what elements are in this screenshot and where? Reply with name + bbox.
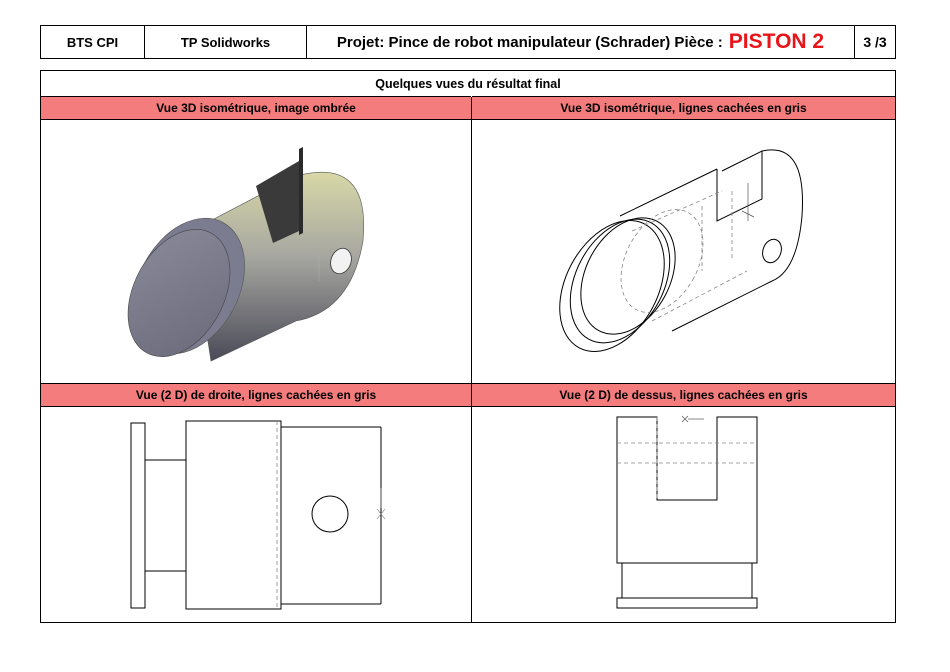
school-cell: BTS CPI (41, 26, 145, 58)
views-title: Quelques vues du résultat final (41, 71, 895, 98)
views-table: Quelques vues du résultat final Vue 3D i… (40, 70, 896, 623)
column-divider (471, 97, 472, 623)
label-right-view: Vue (2 D) de droite, lignes cachées en g… (41, 383, 471, 407)
label-top-view: Vue (2 D) de dessus, lignes cachées en g… (472, 383, 895, 407)
label-iso-hidden: Vue 3D isométrique, lignes cachées en gr… (472, 96, 895, 120)
project-title: Projet: Pince de robot manipulateur (Sch… (336, 33, 723, 51)
iso-shaded-view (127, 147, 365, 362)
piece-name: PISTON 2 (728, 30, 825, 53)
project-cell: Projet: Pince de robot manipulateur (Sch… (307, 26, 855, 58)
right-view (130, 420, 386, 610)
course-cell: TP Solidworks (145, 26, 307, 58)
top-view (616, 415, 758, 609)
label-iso-shaded: Vue 3D isométrique, image ombrée (41, 96, 471, 120)
header-table: BTS CPI TP Solidworks Projet: Pince de r… (40, 25, 896, 59)
iso-hidden-view (559, 149, 803, 352)
page-number: 3 /3 (863, 34, 887, 50)
